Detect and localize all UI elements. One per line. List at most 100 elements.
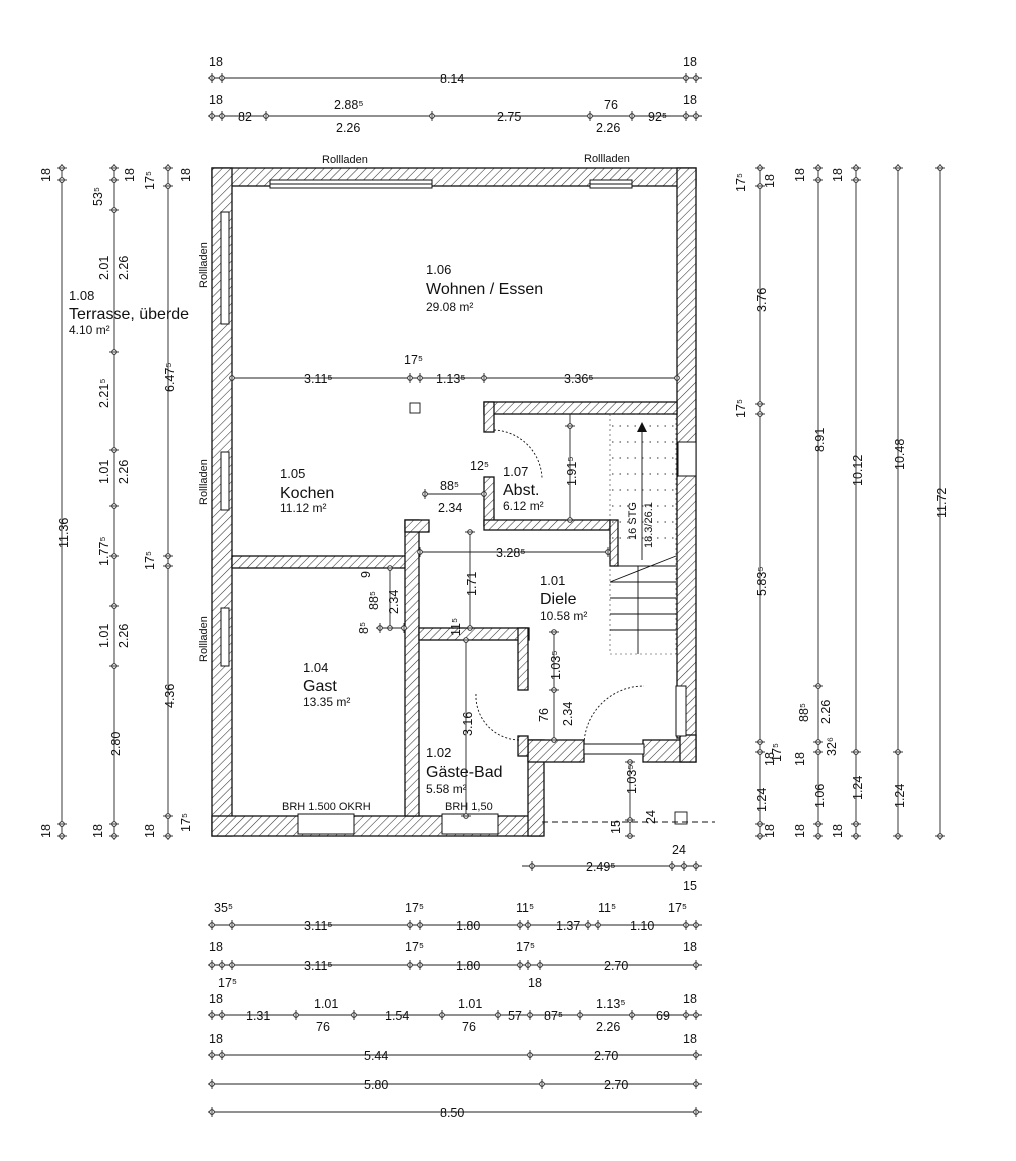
room-area-kochen: 11.12 m² — [280, 501, 326, 515]
dim-text: 32⁶ — [825, 737, 839, 756]
dim-text: 87⁵ — [544, 1009, 563, 1023]
dim-text: 18 — [763, 174, 777, 188]
dim-text: 2.26 — [117, 624, 131, 648]
dim-text: 11.72 — [935, 488, 949, 518]
dim-text: 69 — [656, 1009, 670, 1023]
entry-door — [583, 743, 645, 755]
dim-text: 3.76 — [755, 288, 769, 312]
dim-text: 18 — [683, 1032, 697, 1046]
dim-text: 4.36 — [163, 684, 177, 708]
dim-text: 1.54 — [385, 1009, 409, 1023]
dim-text: 2.75 — [497, 110, 521, 124]
dim-text: 53⁵ — [91, 187, 105, 206]
rollladen-label: Rollladen — [198, 459, 210, 505]
dim-text: 92⁵ — [648, 110, 667, 124]
staircase: 16 STG 18.3/26.1 — [609, 413, 677, 655]
dim-text: 1.77⁵ — [97, 536, 111, 566]
dim-text: 2.80 — [109, 732, 123, 756]
dim-text: 17⁵ — [143, 171, 157, 190]
window-east — [677, 441, 697, 477]
dim-text: 8⁵ — [357, 622, 371, 634]
dim-text: 8.50 — [440, 1106, 464, 1120]
dim-text: 8.91 — [813, 428, 827, 452]
dim-text: 3.28⁵ — [496, 546, 526, 560]
dim-text: 35⁵ — [214, 901, 233, 915]
dim-text: 5.80 — [364, 1078, 388, 1092]
dim-text: 3.11⁵ — [304, 959, 333, 973]
room-area-terrasse: 4.10 m² — [69, 323, 110, 337]
dim-text: 1.31 — [246, 1009, 270, 1023]
room-name-gast: Gast — [303, 678, 337, 695]
pillar-marker — [674, 811, 688, 825]
dim-text: 18 — [683, 940, 697, 954]
door-swings — [475, 429, 645, 745]
wall-gast-bad — [404, 519, 420, 817]
brh-label: BRH 1.500 OKRH — [282, 801, 371, 813]
windows — [220, 179, 697, 835]
stair-ratio-label: 18.3/26.1 — [643, 502, 655, 548]
dim-text: 2.26 — [117, 256, 131, 280]
window-west-3 — [220, 607, 230, 667]
dim-text: 2.34 — [387, 590, 401, 614]
room-area-gast: 13.35 m² — [303, 695, 350, 709]
dim-text: 3.11⁵ — [304, 919, 333, 933]
room-area-bad: 5.58 m² — [426, 782, 467, 796]
dim-text: 18 — [209, 93, 223, 107]
dim-text: 24 — [644, 810, 658, 824]
dim-text: 17⁵ — [218, 976, 237, 990]
entry-wall-corner — [679, 734, 697, 763]
dim-text: 24 — [672, 843, 686, 857]
room-number-wohnen: 1.06 — [426, 262, 451, 277]
room-number-terrasse: 1.08 — [69, 288, 94, 303]
dim-text: 1.01 — [314, 997, 338, 1011]
dim-text: 76 — [462, 1020, 476, 1034]
dim-text: 2.21⁵ — [97, 378, 111, 408]
dim-text: 17⁵ — [734, 173, 748, 192]
dim-text: 1.10 — [630, 919, 654, 933]
dimension-lines — [61, 77, 941, 1113]
dim-text: 1.03⁵ — [549, 650, 563, 680]
dim-text: 17⁵ — [179, 813, 193, 832]
dim-text: 11⁵ — [449, 618, 463, 636]
dim-text: 9 — [359, 571, 373, 578]
wall-kochen-gast — [231, 555, 407, 569]
dim-text: 1.06 — [813, 784, 827, 808]
window-labels: Rollladen Rollladen Rollladen Rollladen … — [198, 153, 630, 813]
dim-text: 11.36 — [57, 518, 71, 548]
chimney-marker — [409, 402, 421, 414]
dim-text: 18 — [39, 824, 53, 838]
dim-text: 18 — [683, 992, 697, 1006]
dim-text: 18 — [831, 168, 845, 182]
dim-text: 18 — [209, 992, 223, 1006]
dim-text: 18 — [683, 93, 697, 107]
dimension-ticks — [57, 73, 945, 1117]
dim-text: 6.47⁵ — [163, 362, 177, 392]
dim-text: 17⁵ — [734, 399, 748, 418]
room-number-kochen: 1.05 — [280, 466, 305, 481]
room-number-abst: 1.07 — [503, 464, 528, 479]
dim-text: 2.26 — [596, 1020, 620, 1034]
dim-text: 1.71 — [465, 572, 479, 596]
room-number-bad: 1.02 — [426, 745, 451, 760]
room-labels: 1.06 Wohnen / Essen 29.08 m² 1.05 Kochen… — [69, 262, 587, 796]
room-name-terrasse: Terrasse, überde — [69, 306, 189, 323]
dim-text: 57 — [508, 1009, 522, 1023]
dim-text: 1.24 — [893, 784, 907, 808]
wall-bad-right-top — [517, 627, 529, 691]
dim-text: 76 — [537, 708, 551, 722]
dim-text: 2.70 — [604, 1078, 628, 1092]
dim-text: 2.26 — [596, 121, 620, 135]
room-name-diele: Diele — [540, 591, 577, 608]
dimension-texts: 18 8.14 18 18 82 2.88⁵ 2.26 2.75 76 2.26… — [39, 55, 949, 1120]
wall-wohnen-abst — [483, 401, 678, 415]
dim-text: 15 — [609, 820, 623, 834]
room-area-diele: 10.58 m² — [540, 609, 587, 623]
wall-stair — [609, 519, 619, 567]
dim-text: 17⁵ — [668, 901, 687, 915]
room-area-wohnen: 29.08 m² — [426, 300, 473, 314]
stair-steps-label: 16 STG — [627, 502, 639, 540]
dim-text: 1.24 — [851, 776, 865, 800]
room-name-wohnen: Wohnen / Essen — [426, 281, 543, 298]
dim-text: 10.12 — [851, 455, 865, 486]
dim-text: 18 — [763, 824, 777, 838]
